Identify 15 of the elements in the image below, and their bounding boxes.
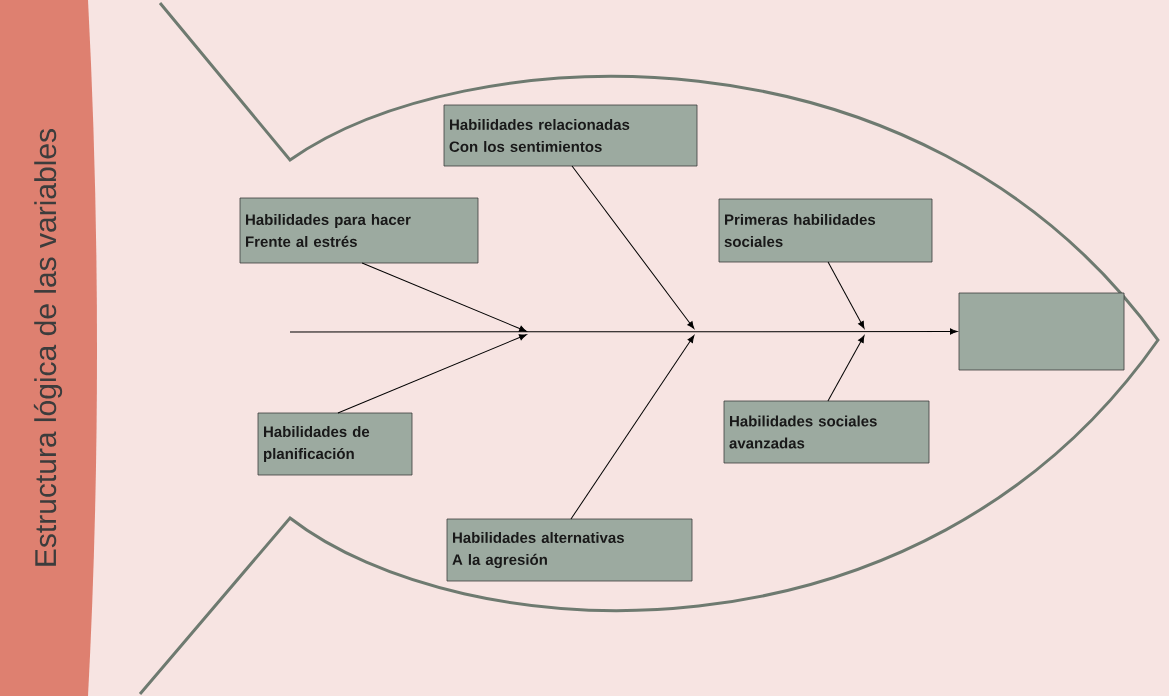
cause-box: Primeras habilidades sociales: [718, 198, 933, 263]
cause-box: Habilidades de planificación: [257, 412, 413, 476]
cause-box: Habilidades para hacer Frente al estrés: [239, 197, 479, 264]
arrow: [361, 262, 527, 332]
spine-arrow: [289, 328, 958, 335]
side-title: Estructura lógica de las variables: [33, 129, 63, 566]
effect-box: [958, 292, 1125, 371]
arrow: [827, 261, 865, 329]
cause-box: Habilidades relacionadas Con los sentimientos: [443, 104, 698, 167]
arrow: [337, 334, 527, 414]
cause-box: Habilidades alternativas A la agresión: [446, 518, 693, 582]
cause-box: Habilidades sociales avanzadas: [723, 400, 930, 464]
arrow: [570, 335, 695, 520]
arrow: [571, 165, 695, 329]
arrow: [827, 335, 865, 402]
